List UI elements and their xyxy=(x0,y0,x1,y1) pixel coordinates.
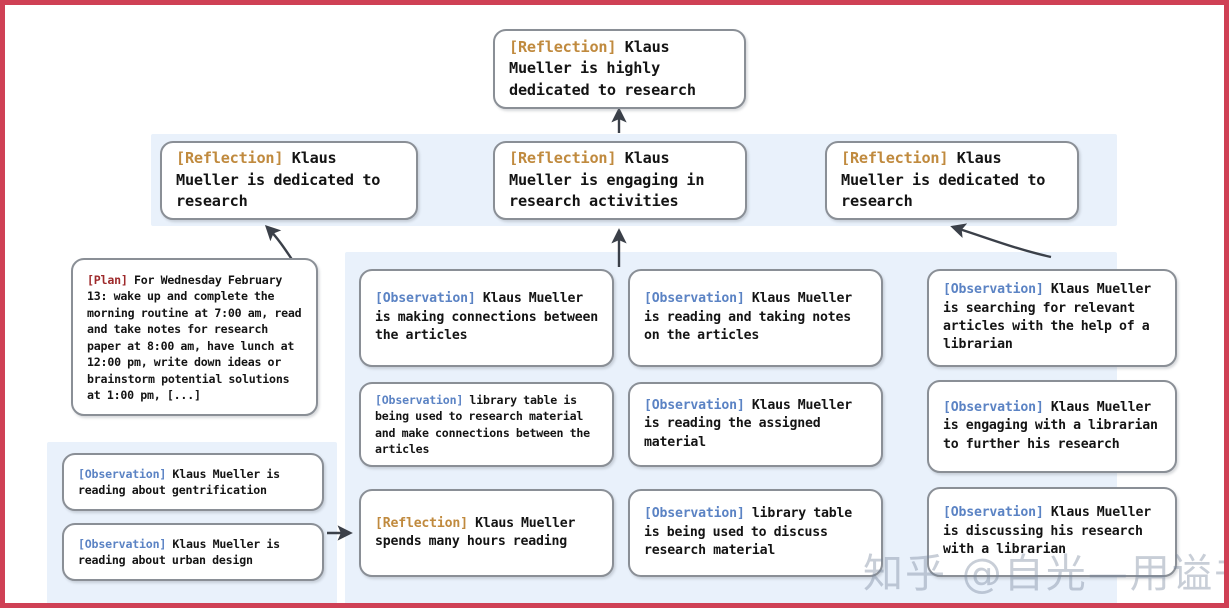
tag-observation: [Observation] xyxy=(943,282,1044,298)
node-body: Klaus Mueller is searching for relevant … xyxy=(943,282,1159,353)
node-text: [Observation] library table is being use… xyxy=(644,505,869,560)
tag-observation: [Observation] xyxy=(943,505,1044,521)
node-text: [Observation] Klaus Mueller is engaging … xyxy=(943,399,1163,454)
tag-observation: [Observation] xyxy=(644,506,745,522)
tag-observation: [Observation] xyxy=(375,291,476,307)
tag-reflection: [Reflection] xyxy=(176,149,284,168)
tag-observation: [Observation] xyxy=(78,536,167,551)
node-body: Klaus Mueller is reading and taking note… xyxy=(644,291,860,344)
node-text: [Reflection] Klaus Mueller spends many h… xyxy=(375,515,600,552)
tag-reflection: [Reflection] xyxy=(375,515,468,531)
node-obs-urban-design[interactable]: [Observation] Klaus Mueller is reading a… xyxy=(62,523,324,581)
node-body: Klaus Mueller is reading the assigned ma… xyxy=(644,397,860,450)
node-obs-gentrification[interactable]: [Observation] Klaus Mueller is reading a… xyxy=(62,453,324,511)
node-text: [Reflection] Klaus Mueller is dedicated … xyxy=(841,148,1065,213)
node-text: [Observation] Klaus Mueller is making co… xyxy=(375,290,600,345)
node-col1-obs-library-table[interactable]: [Observation] library table is being use… xyxy=(359,382,614,467)
node-top-reflection[interactable]: [Reflection] Klaus Mueller is highly ded… xyxy=(493,29,746,109)
node-reflection-center[interactable]: [Reflection] Klaus Mueller is engaging i… xyxy=(493,141,747,220)
node-body: Klaus Mueller spends many hours reading xyxy=(375,515,583,549)
tag-reflection: [Reflection] xyxy=(509,149,617,168)
node-text: [Observation] Klaus Mueller is reading a… xyxy=(78,536,310,569)
tag-observation: [Observation] xyxy=(375,392,464,407)
node-col2-obs-assigned[interactable]: [Observation] Klaus Mueller is reading t… xyxy=(628,382,883,467)
tag-observation: [Observation] xyxy=(943,399,1044,415)
node-plan[interactable]: [Plan] For Wednesday February 13: wake u… xyxy=(71,258,318,416)
node-col3-obs-searching[interactable]: [Observation] Klaus Mueller is searching… xyxy=(927,269,1177,367)
node-text: [Reflection] Klaus Mueller is highly ded… xyxy=(509,37,732,102)
node-col2-obs-discuss-table[interactable]: [Observation] library table is being use… xyxy=(628,489,883,577)
node-body: Klaus Mueller is reading about gentrific… xyxy=(78,466,287,497)
tag-observation: [Observation] xyxy=(644,291,745,307)
node-body: Klaus Mueller is reading about urban des… xyxy=(78,536,287,567)
node-text: [Observation] Klaus Mueller is discussin… xyxy=(943,504,1163,559)
node-reflection-right[interactable]: [Reflection] Klaus Mueller is dedicated … xyxy=(825,141,1079,220)
node-body: For Wednesday February 13: wake up and c… xyxy=(87,273,308,403)
node-body: Klaus Mueller is discussing his research… xyxy=(943,505,1159,558)
node-body: library table is being used to discuss r… xyxy=(644,506,860,559)
node-col2-obs-taking-notes[interactable]: [Observation] Klaus Mueller is reading a… xyxy=(628,269,883,367)
node-col1-reflection-hours[interactable]: [Reflection] Klaus Mueller spends many h… xyxy=(359,489,614,577)
tag-reflection: [Reflection] xyxy=(509,37,617,56)
node-reflection-left[interactable]: [Reflection] Klaus Mueller is dedicated … xyxy=(160,141,418,220)
node-text: [Observation] Klaus Mueller is searching… xyxy=(943,281,1163,355)
node-col1-obs-connections[interactable]: [Observation] Klaus Mueller is making co… xyxy=(359,269,614,367)
node-text: [Observation] Klaus Mueller is reading t… xyxy=(644,397,869,452)
node-body: Klaus Mueller is dedicated to research xyxy=(841,149,1054,211)
node-body: Klaus Mueller is engaging with a librari… xyxy=(943,399,1165,452)
node-col3-obs-discussing[interactable]: [Observation] Klaus Mueller is discussin… xyxy=(927,487,1177,577)
node-text: [Observation] library table is being use… xyxy=(375,392,600,458)
node-body: Klaus Mueller is dedicated to research xyxy=(176,149,389,211)
node-text: [Reflection] Klaus Mueller is engaging i… xyxy=(509,148,733,213)
node-body: Klaus Mueller is making connections betw… xyxy=(375,291,606,344)
node-text: [Plan] For Wednesday February 13: wake u… xyxy=(87,272,304,404)
tag-observation: [Observation] xyxy=(78,466,167,481)
node-col3-obs-engaging[interactable]: [Observation] Klaus Mueller is engaging … xyxy=(927,380,1177,473)
node-text: [Reflection] Klaus Mueller is dedicated … xyxy=(176,148,404,213)
tag-reflection: [Reflection] xyxy=(841,149,949,168)
tag-observation: [Observation] xyxy=(644,397,745,413)
node-body: Klaus Mueller is highly dedicated to res… xyxy=(509,37,696,99)
watermark: 知乎 @自光—用谥书生 xyxy=(863,551,1224,597)
node-body: Klaus Mueller is engaging in research ac… xyxy=(509,149,713,211)
node-text: [Observation] Klaus Mueller is reading a… xyxy=(644,290,869,345)
node-body: library table is being used to research … xyxy=(375,392,597,456)
tag-plan: [Plan] xyxy=(87,273,128,287)
node-text: [Observation] Klaus Mueller is reading a… xyxy=(78,466,310,499)
